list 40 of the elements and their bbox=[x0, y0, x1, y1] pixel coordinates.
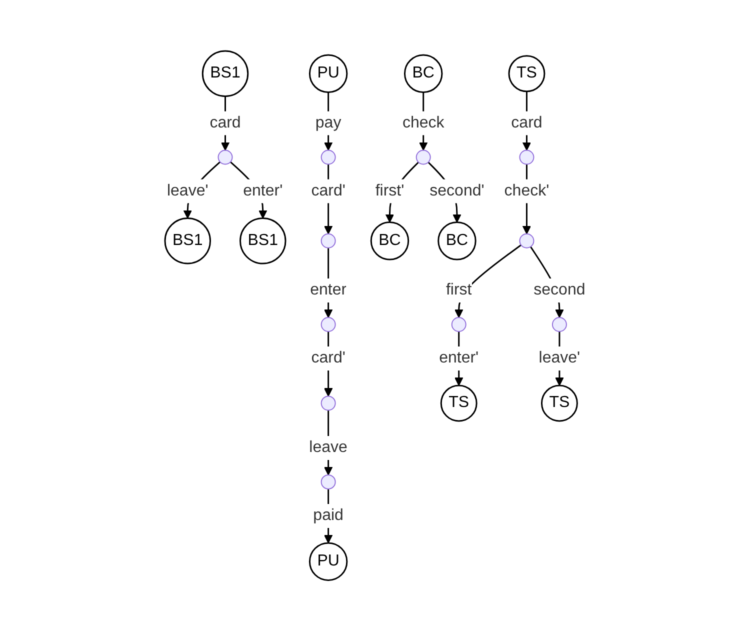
edge-label: pay bbox=[315, 114, 342, 132]
node-circle bbox=[320, 150, 336, 166]
node-circle: PU bbox=[308, 542, 348, 582]
node-circle: BC bbox=[404, 54, 443, 94]
edge-label: leave' bbox=[538, 350, 580, 367]
node-circle bbox=[416, 150, 431, 166]
edge-label: first bbox=[446, 282, 472, 299]
edge-label: card' bbox=[311, 350, 346, 367]
edge-label: first' bbox=[375, 182, 404, 200]
edge-label: check bbox=[402, 114, 444, 132]
node-circle: TS bbox=[440, 385, 478, 422]
node-circle: TS bbox=[540, 385, 578, 422]
node-circle: PU bbox=[308, 54, 348, 94]
edge-label: second' bbox=[430, 182, 484, 200]
edge-label: paid bbox=[313, 507, 344, 524]
edge-label: check' bbox=[504, 182, 550, 200]
edge-label: leave' bbox=[166, 182, 208, 200]
node-circle bbox=[552, 317, 567, 332]
node-circle: TS bbox=[508, 56, 546, 92]
edge-label: enter' bbox=[242, 182, 283, 200]
edge-label: leave bbox=[309, 439, 348, 456]
node-circle: BS1 bbox=[164, 218, 211, 265]
node-circle bbox=[320, 396, 336, 412]
edge-label: enter' bbox=[438, 350, 478, 367]
node-circle: BS1 bbox=[202, 50, 248, 98]
edge-label: card bbox=[511, 114, 542, 132]
edge-label: enter bbox=[310, 282, 346, 299]
node-circle bbox=[320, 317, 336, 332]
node-circle bbox=[451, 317, 466, 332]
node-circle bbox=[519, 150, 534, 166]
node-circle bbox=[218, 150, 233, 166]
node-circle: BC bbox=[370, 222, 409, 261]
node-circle bbox=[320, 234, 336, 249]
edge-label: card' bbox=[311, 182, 346, 200]
node-circle: BC bbox=[437, 222, 476, 261]
node-circle: BS1 bbox=[239, 218, 286, 265]
edge-label: card bbox=[210, 114, 241, 132]
node-circle bbox=[320, 474, 336, 490]
node-circle bbox=[519, 234, 534, 249]
edge-label: second bbox=[534, 282, 586, 299]
